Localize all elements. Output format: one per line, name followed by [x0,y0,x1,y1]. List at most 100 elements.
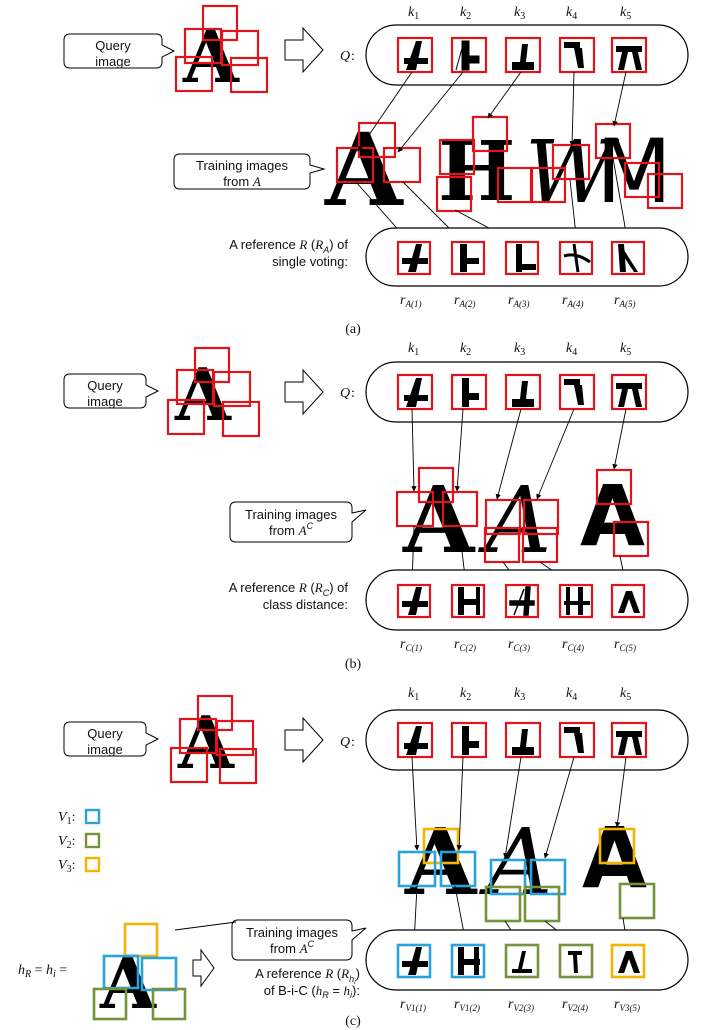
panel-b-keys: k1 k2 k3 k4 k5 [408,341,631,358]
panel-c: k1 k2 k3 k4 k5 Query image A Q : [18,686,689,1029]
big-arrow-c [284,716,324,764]
callout-line-c [174,921,237,931]
training-letters-b: A A A [402,466,645,574]
key-k5: k5 [620,5,631,22]
legend-v2: V2: [58,834,75,851]
training-label-c-1: Training images [246,925,339,940]
panel-a-keys: k1 k2 k3 k4 k5 [408,5,631,22]
svg-text:A: A [99,940,157,1025]
arrows-b-top [411,408,627,500]
train-letter-H: H [438,124,515,220]
svg-text:Q: Q [340,735,350,750]
training-keypoints-b [395,466,650,564]
query-label-c-1: Query [87,726,123,741]
query-label-b-2: image [87,394,122,409]
legend-swatch-v3 [84,856,101,873]
svg-text:k3: k3 [514,341,525,358]
key-k3: k3 [514,5,525,22]
svg-text::: : [351,735,355,750]
svg-text:k1: k1 [408,341,419,358]
query-label-line2: image [95,54,130,69]
svg-text:rV3(5): rV3(5) [614,997,640,1013]
caption-c: (c) [345,1014,361,1029]
svg-text:k5: k5 [620,686,631,703]
svg-text:rV1(1): rV1(1) [400,997,426,1013]
svg-text:rA(4): rA(4) [562,293,583,309]
panel-a: k1 k2 k3 k4 k5 Query image A Q : [63,4,689,337]
query-bubble-a: Query image [63,33,176,69]
svg-text:rC(2): rC(2) [454,637,476,653]
ref-patches-b [396,583,646,619]
legend-swatch-v2 [84,832,101,849]
svg-text:A: A [478,809,552,916]
svg-text:rA(1): rA(1) [400,293,421,309]
q-patches-c [396,721,648,759]
svg-text:rA(5): rA(5) [614,293,635,309]
q-patches-b [396,373,648,411]
ref-pill-a [365,227,689,287]
caption-b: (b) [345,657,362,672]
query-bubble-c: Query image [63,721,160,757]
caption-a: (a) [345,322,361,337]
small-arrow-c [192,948,215,988]
reference-label-b-1: A reference R (RC) of [229,580,349,598]
svg-text:A: A [402,466,476,574]
training-label-c-2: from AC [270,939,315,956]
svg-text:k4: k4 [566,686,577,703]
query-label-b-1: Query [87,378,123,393]
query-label-c-2: image [87,742,122,757]
svg-text:A: A [582,809,647,907]
legend-v1: V1: [58,810,75,827]
ref-labels-b: rC(1) rC(2) rC(3) rC(4) rC(5) [400,637,636,653]
training-label-a-2: from A [223,174,261,189]
hr-diagram-c: hR = hi = A [18,922,187,1025]
query-keypoints-a [174,4,269,94]
key-k4: k4 [566,5,577,22]
svg-text:rV2(4): rV2(4) [562,997,588,1013]
key-k2: k2 [460,5,471,22]
reference-label-c-2: of B-i-C (hR = hi): [264,983,360,1000]
ref-pill-c [365,929,689,991]
svg-text:rA(2): rA(2) [454,293,475,309]
panel-c-keys: k1 k2 k3 k4 k5 [408,686,631,703]
svg-text:rC(3): rC(3) [508,637,530,653]
svg-text:k2: k2 [460,341,471,358]
key-k1: k1 [408,5,419,22]
training-label-b-2: from AC [269,521,314,538]
query-keypoints-b [166,346,261,438]
svg-text:rC(4): rC(4) [562,637,584,653]
arrows-c-top [411,756,627,859]
ref-patches-c [396,943,646,979]
training-label-b-1: Training images [245,507,338,522]
reference-label-b-2: class distance: [263,597,348,612]
training-bubble-c: Training images from AC [231,919,367,961]
svg-text::: : [351,386,355,401]
reference-label-a-1: A reference R (RA) of [229,237,348,255]
svg-text:rC(5): rC(5) [614,637,636,653]
svg-text::: : [351,49,355,64]
q-label-a: Q [340,49,350,64]
arrows-a-top [357,71,627,153]
query-bubble-b: Query image [63,373,160,409]
legend-c: V1: V2: V3: [58,808,101,875]
legend-v3: V3: [58,858,75,875]
query-label-line1: Query [95,38,131,53]
svg-text:rV2(3): rV2(3) [508,997,534,1013]
svg-text:rV1(2): rV1(2) [454,997,480,1013]
ref-patches-a [396,240,646,276]
svg-text:k1: k1 [408,686,419,703]
training-label-a-1: Training images [196,158,289,173]
big-arrow-b [284,368,324,416]
legend-swatch-v1 [84,808,101,825]
panel-b: k1 k2 k3 k4 k5 Query image A Q : [63,341,689,672]
svg-text:rC(1): rC(1) [400,637,422,653]
q-pill-c [365,709,689,771]
ref-labels-c: rV1(1) rV1(2) rV2(3) rV2(4) rV3(5) [400,997,640,1013]
training-bubble-a: Training images from A [173,153,326,190]
svg-text:A: A [477,467,551,574]
svg-text:k5: k5 [620,341,631,358]
reference-label-a-2: single voting: [272,254,348,269]
q-pill-b [365,361,689,423]
